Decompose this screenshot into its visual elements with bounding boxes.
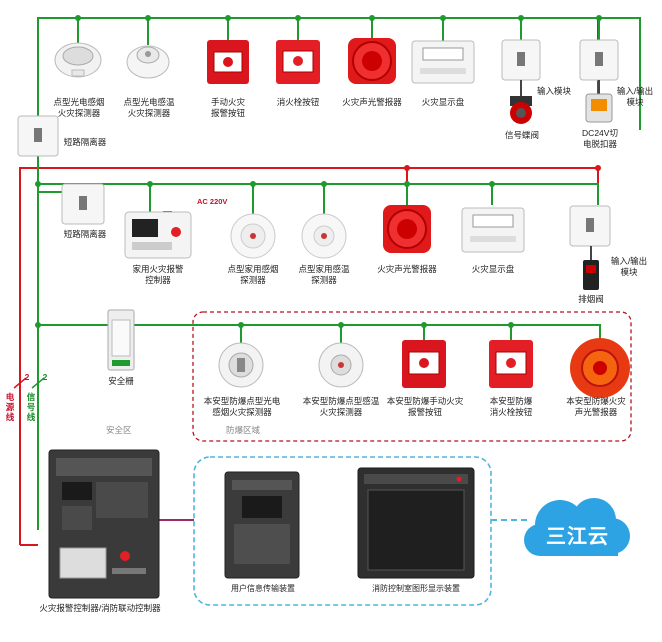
main-fire-controller-icon [48, 449, 160, 599]
user-info-transmission-icon [224, 471, 300, 579]
hydrant-button-icon [276, 40, 320, 84]
ex-sound-light-label: 本安型防爆火灾声光警报器 [566, 396, 626, 417]
graphic-display-device-icon [357, 467, 475, 579]
power-line-tick [13, 377, 27, 389]
sound-light-alarm-label: 火灾声光警报器 [342, 97, 402, 107]
short-circuit-isolator-1-icon [17, 115, 59, 157]
safe-zone-label: 安全区 [106, 425, 132, 435]
smoke-exhaust-valve-icon [583, 246, 599, 290]
power-junctions [404, 165, 601, 171]
user-transmission-label: 用户信息传输装置 [231, 584, 295, 593]
home-heat-label: 点型家用感温探测器 [298, 264, 350, 285]
hydrant-button-label: 消火栓按钮 [276, 97, 320, 107]
signal-line-count: 2 [42, 372, 48, 382]
cloud-label: 三江云 [546, 526, 609, 548]
signal-line-label: 信号线 [26, 392, 36, 422]
isolator-1-label: 短路隔离器 [63, 137, 107, 147]
short-circuit-isolator-2-icon [61, 183, 105, 225]
ex-smoke-label: 本安型防爆点型光电感烟火灾探测器 [203, 396, 281, 417]
home-fire-controller-icon [124, 211, 192, 259]
display-panel-label: 火灾显示盘 [421, 97, 465, 107]
power-line-label: 电源线 [5, 392, 15, 422]
safety-barrier-label: 安全栅 [108, 376, 134, 386]
safety-barrier-icon [107, 309, 135, 371]
ex-heat-label: 本安型防爆点型感温火灾探测器 [302, 396, 380, 417]
input-module-label: 输入模块 [536, 86, 571, 96]
explosion-zone-border [192, 311, 632, 442]
sound-light-alarm-2-label: 火灾声光警报器 [377, 264, 437, 274]
ex-smoke-detector-icon [218, 342, 264, 388]
ex-manual-label: 本安型防爆手动火灾报警按钮 [386, 396, 464, 417]
smoke-exhaust-valve-label: 排烟阀 [578, 294, 604, 304]
display-panel-2-label: 火灾显示盘 [471, 264, 515, 274]
cloud-icon [524, 498, 630, 556]
main-controller-label: 火灾报警控制器/消防联动控制器 [39, 603, 161, 613]
io-module-2-label: 输入/输出模块 [610, 256, 648, 277]
io-module-2-icon [569, 205, 611, 247]
ex-manual-alarm-icon [402, 340, 446, 388]
sound-light-alarm-icon [348, 38, 396, 84]
signal-butterfly-valve-icon [510, 80, 532, 124]
fire-display-panel-2-icon [461, 207, 525, 253]
hazard-zone-label: 防爆区域 [226, 425, 261, 435]
input-output-module-icon [579, 39, 619, 81]
home-smoke-label: 点型家用感烟探测器 [227, 264, 279, 285]
home-controller-label: 家用火灾报警控制器 [132, 264, 184, 285]
manual-alarm-label: 手动火灾报警按钮 [210, 97, 245, 118]
signal-valve-label: 信号蝶阀 [504, 130, 539, 140]
fire-display-panel-icon [411, 40, 475, 84]
ex-hydrant-button-icon [489, 340, 533, 388]
isolator-2-label: 短路隔离器 [63, 229, 107, 239]
home-smoke-detector-icon [230, 213, 276, 259]
ex-heat-detector-icon [318, 342, 364, 388]
ex-hydrant-label: 本安型防爆消火栓按钮 [489, 396, 533, 417]
dc24-release-icon [585, 80, 613, 123]
monitoring-area-border [193, 456, 492, 606]
home-heat-detector-icon [301, 213, 347, 259]
heat-detector-icon [126, 45, 170, 79]
ac220-label: AC 220V [197, 197, 228, 206]
manual-alarm-button-icon [207, 40, 249, 84]
signal-junctions [35, 15, 602, 328]
heat-detector-label: 点型光电感温火灾探测器 [123, 97, 175, 118]
ex-sound-light-alarm-icon [570, 338, 630, 398]
dc24-release-label: DC24V切电脱扣器 [582, 128, 618, 149]
graphic-display-label: 消防控制室图形显示装置 [372, 584, 460, 593]
signal-line-tick [31, 377, 45, 389]
sound-light-alarm-2-icon [383, 205, 431, 253]
io-module-1-label: 输入/输出模块 [616, 86, 654, 107]
smoke-detector-label: 点型光电感烟火灾探测器 [53, 97, 105, 118]
input-module-icon [501, 39, 541, 81]
power-line-count: 2 [24, 372, 30, 382]
smoke-detector-icon [54, 42, 102, 78]
